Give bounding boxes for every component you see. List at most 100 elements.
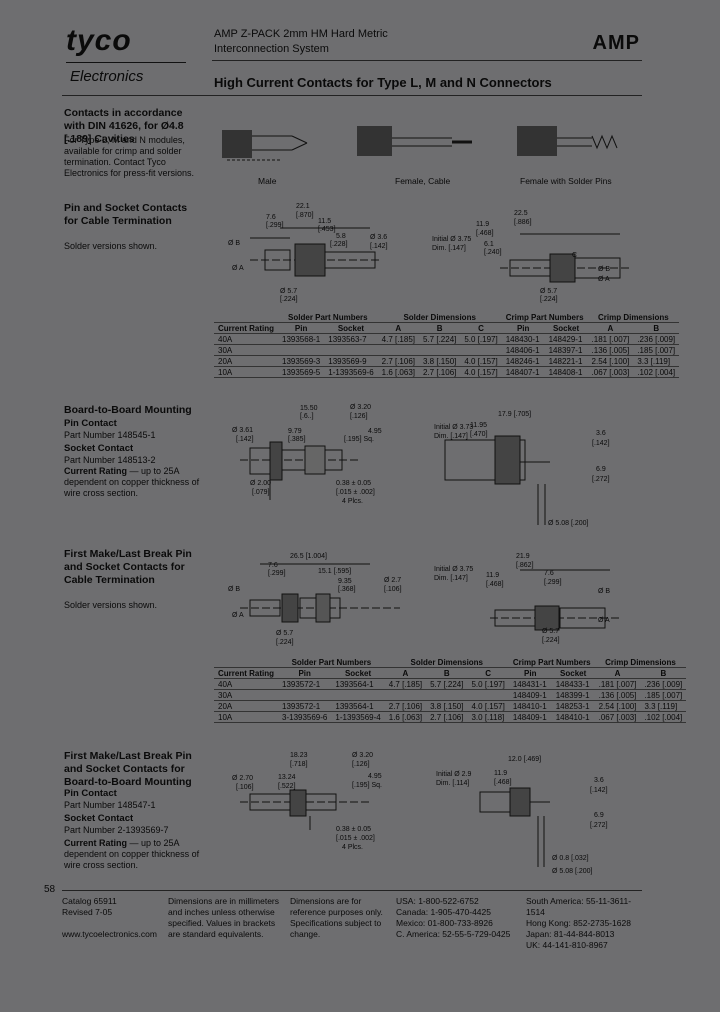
dim-label: [.886] (514, 219, 532, 226)
section2-body: Solder versions shown. (64, 241, 158, 251)
header-divider (212, 60, 642, 61)
dim-label: Ø A (232, 265, 244, 272)
table-cell: .185 [.007] (633, 344, 680, 356)
table-cell: 5.7 [.224] (419, 333, 461, 345)
group-header-cell (214, 657, 278, 668)
dim-label: Initial Ø 3.75 (434, 566, 474, 573)
dim-label: 12.0 [.469] (508, 756, 542, 763)
dim-label: Ø 2.00 (250, 480, 272, 487)
dim-label: 4.95 (368, 773, 382, 780)
product-line-1: AMP Z-PACK 2mm HM Hard Metric (214, 28, 388, 40)
pin-contact-label: Pin Contact (64, 418, 117, 429)
dim-label: [.142] (590, 787, 608, 794)
table-cell: .136 [.005] (587, 344, 634, 356)
table-cell: 3.8 [.150] (426, 700, 468, 712)
dim-label: 6.9 (596, 466, 606, 473)
logo-divider (66, 62, 186, 63)
dim-label: Ø A (598, 276, 610, 283)
footer-catalog: Catalog 65911 Revised 7-05 www.tycoelect… (62, 896, 162, 940)
dim-label: 6.9 (594, 812, 604, 819)
dim-label: 26.5 [1.004] (290, 553, 327, 560)
dim-label: [.142] (592, 440, 610, 447)
table-cell: .102 [.004] (640, 711, 687, 723)
current-rating-text: — up to 25A dependent on copper thicknes… (64, 466, 200, 498)
table-cell: .067 [.003] (587, 366, 634, 378)
table-cell: 1393568-1 (278, 333, 325, 345)
dim-label: Ø 3.20 (352, 752, 374, 759)
dim-label: Ø B (598, 266, 611, 273)
table-cell: 148408-1 (544, 366, 588, 378)
dim-label: [.195] Sq. (344, 436, 374, 443)
phone-line: South America: 55-11-3611-1514 (526, 896, 632, 917)
dim-label: [.870] (296, 212, 314, 219)
dim-label: Ø 2.70 (232, 775, 254, 782)
dim-label: 11.9 (494, 770, 508, 777)
caption-female-cable: Female, Cable (395, 176, 451, 186)
dim-label: 11.9 (486, 572, 500, 579)
dim-label: 9.35 (338, 578, 352, 585)
group-header-cell: Solder Part Numbers (278, 312, 378, 323)
current-rating-label: Current Rating (64, 838, 127, 848)
table-cell: 1393572-1 (278, 700, 332, 712)
dim-label: Ø B (598, 588, 611, 595)
dim-label: [.224] (280, 296, 298, 303)
dim-label: Ø 0.8 [.032] (552, 855, 589, 862)
table-cell: .236 [.009] (633, 333, 680, 345)
table-cell: 1393563-7 (324, 333, 378, 345)
caption-female-solder: Female with Solder Pins (520, 176, 612, 186)
column-header: C (467, 667, 509, 679)
dim-label: 15.1 [.595] (318, 568, 352, 575)
dim-label: 4 Plcs. (342, 498, 364, 505)
dim-label: 0.38 ± 0.05 (336, 826, 371, 833)
group-header-cell: Crimp Dimensions (587, 312, 680, 323)
dim-label: Ø 3.61 (232, 427, 254, 434)
dim-label: Dim. [.147] (434, 433, 468, 440)
socket-part-number: Part Number 148513-2 (64, 455, 156, 465)
dim-label: 18.23 (290, 752, 308, 759)
dim-label: [.453] (318, 226, 336, 233)
column-header: Socket (331, 667, 385, 679)
dim-label: 9.79 (288, 428, 302, 435)
section2-drawing (250, 227, 630, 283)
column-header: Socket (544, 322, 588, 334)
website-link[interactable]: www.tycoelectronics.com (62, 929, 157, 939)
dim-label: 3.6 (594, 777, 604, 784)
column-header: Pin (501, 322, 545, 334)
page-number: 58 (44, 884, 56, 895)
table-cell: 4.0 [.157] (467, 700, 509, 712)
dim-label: 11.95 (470, 422, 487, 429)
section1-body: For Type L, M and N modules, available f… (64, 135, 195, 178)
phone-line: Mexico: 01-800-733-8926 (396, 918, 493, 928)
table-cell: .181 [.007] (594, 678, 641, 690)
current-rating: Current Rating — up to 25A dependent on … (64, 466, 204, 499)
dim-label: Initial Ø 3.75 (432, 236, 472, 243)
dim-label: Ø B (228, 586, 241, 593)
current-rating: Current Rating — up to 25A dependent on … (64, 838, 204, 871)
table-cell (467, 689, 509, 701)
dim-label: Ø 3.20 (350, 404, 372, 411)
column-header: B (426, 667, 468, 679)
dim-label: [.106] (384, 586, 402, 593)
dim-label: [.468] (494, 779, 512, 786)
dim-label: Ø 5.08 [.200] (552, 868, 593, 875)
socket-contact-label: Socket Contact (64, 443, 134, 454)
dim-label: [.299] (544, 579, 562, 586)
column-header: Current Rating (214, 322, 278, 334)
dim-label: [.079] (252, 489, 270, 496)
table-cell: 2.7 [.106] (426, 711, 468, 723)
dim-label: [.6..] (300, 413, 314, 420)
column-header: Pin (278, 322, 325, 334)
table-cell: 30A (214, 689, 278, 701)
current-rating-label: Current Rating (64, 466, 127, 476)
table-cell: .236 [.009] (640, 678, 687, 690)
table-cell: 30A (214, 344, 278, 356)
table-cell: 2.7 [.106] (419, 366, 461, 378)
dims-note: Dimensions are in millimeters and inches… (168, 896, 280, 939)
dim-label: [.522] (278, 783, 296, 790)
table-cell: 2.7 [.106] (384, 700, 427, 712)
